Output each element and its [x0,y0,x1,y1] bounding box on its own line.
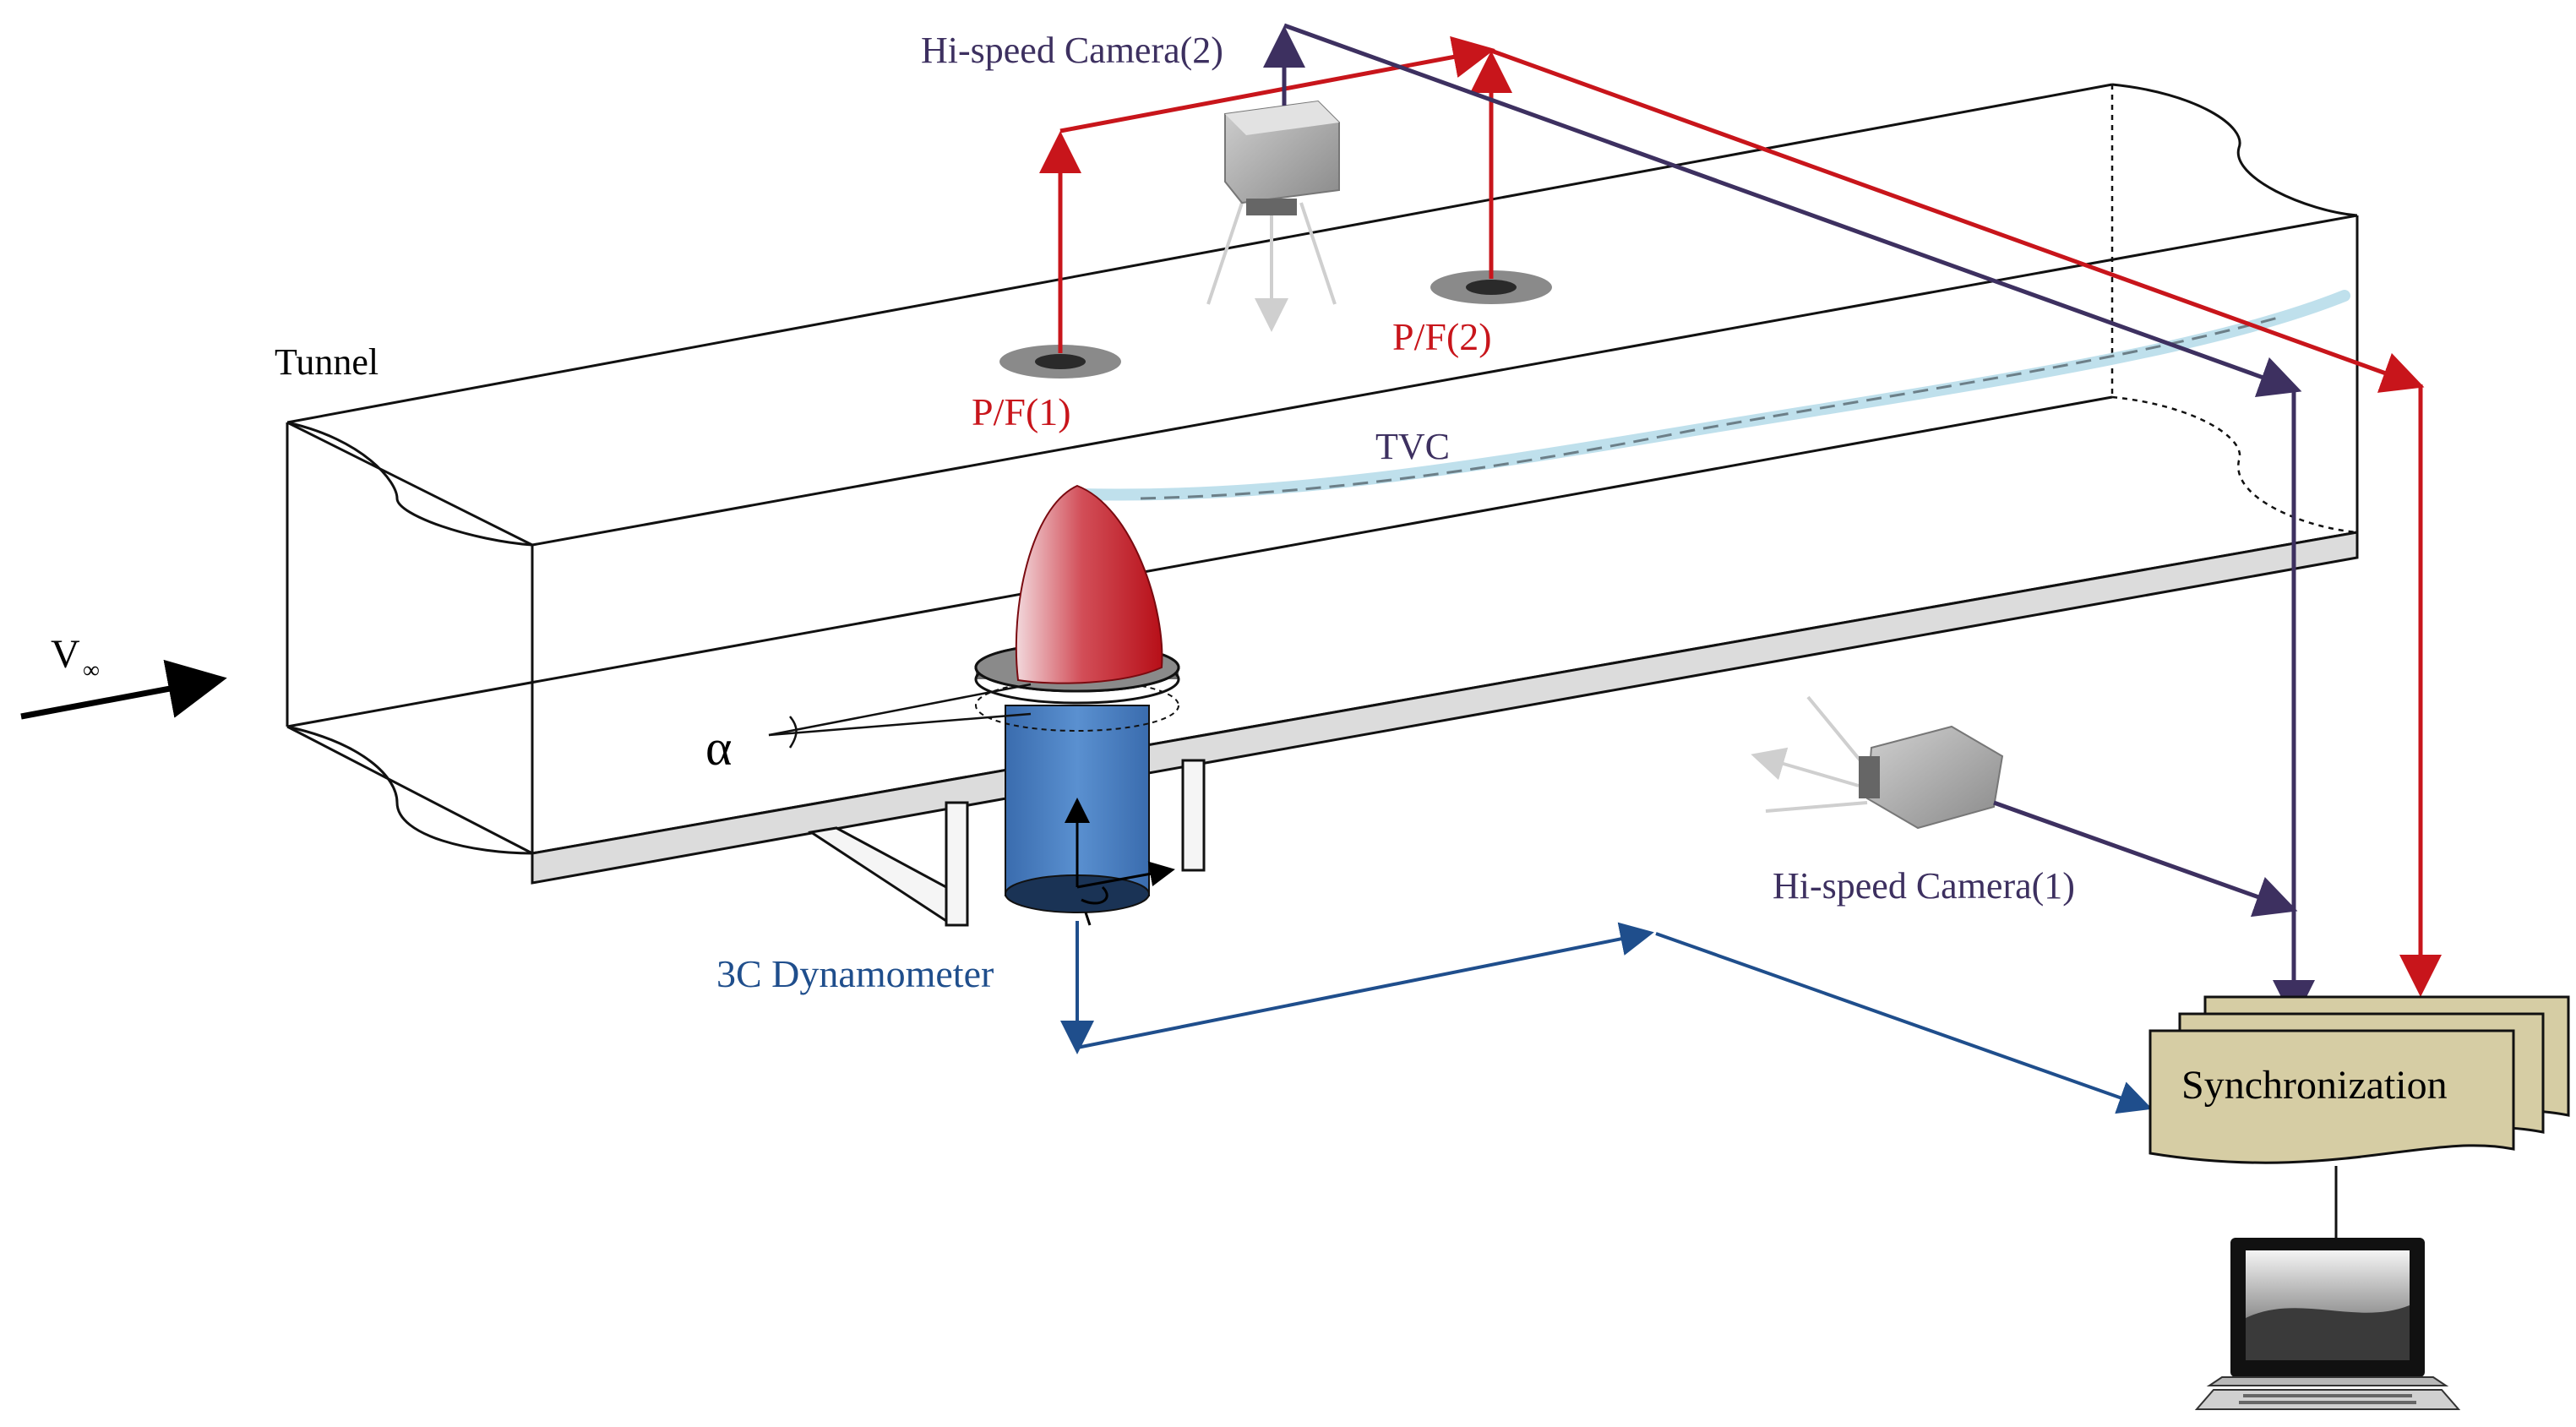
pf2-label: P/F(2) [1392,315,1492,358]
velocity-label: V [51,632,80,677]
pressure-signal-lines [1039,35,2442,997]
camera-icon [1206,100,1340,332]
alpha-indicator [768,683,1032,749]
support-bracket [807,759,1206,927]
tvc-label: TVC [1375,426,1450,467]
camera1-label: Hi-speed Camera(1) [1773,865,2075,907]
synchronization-unit [2148,995,2570,1238]
tvc-vortex-core [1140,315,2282,500]
velocity-arrow [20,659,227,720]
dynamometer-label: 3C Dynamometer [716,952,994,995]
tunnel-base-plate [531,531,2359,885]
camera-signal-lines [1263,23,2315,1022]
laptop-icon [2194,1238,2461,1410]
pf1-label: P/F(1) [972,390,1071,433]
tunnel-label: Tunnel [275,341,379,383]
sync-label: Synchronization [2181,1063,2448,1108]
tunnel-far-end-dotted [2110,84,2358,534]
camera2-label: Hi-speed Camera(2) [921,30,1223,71]
camera-icon [1751,695,2004,830]
pf2-sensor [1430,270,1552,304]
pf1-sensor [999,345,1121,379]
tvc-vortex [1071,290,2350,501]
force-axes [1065,798,1175,926]
hydrofoil [1015,484,1163,684]
sync-box-front [2148,1029,2515,1164]
velocity-subscript: ∞ [83,657,100,684]
dynamometer-signal-lines [1060,921,2153,1114]
alpha-label: α [705,720,732,776]
